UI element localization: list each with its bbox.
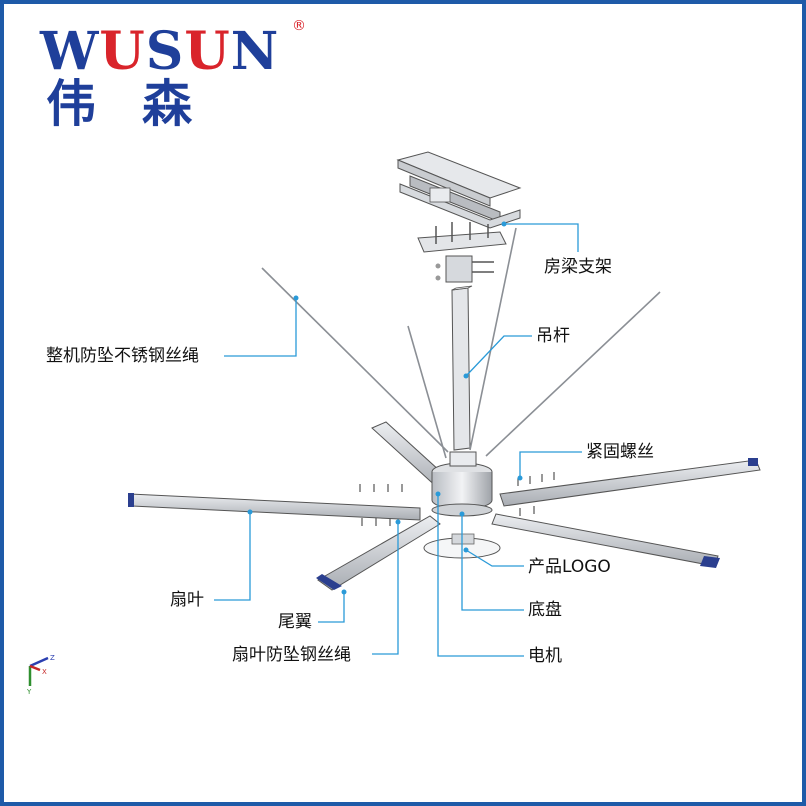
label-beam-bracket: 房梁支架 — [544, 257, 612, 277]
label-safety-cable: 整机防坠不锈钢丝绳 — [46, 346, 199, 366]
logo-text-cn: 伟森 — [46, 75, 238, 133]
label-base-plate: 底盘 — [528, 600, 562, 620]
blade-right-upper — [499, 458, 761, 507]
registered-mark: ® — [292, 18, 306, 34]
screw-set — [359, 472, 555, 526]
axis-triad: Z Y X — [26, 654, 55, 696]
logo-text-en: WUSUN — [40, 26, 300, 78]
logo-letters: WUSUN — [40, 21, 279, 82]
safety-cables — [261, 227, 661, 459]
logo-letter: W — [40, 21, 100, 82]
brand-logo: WUSUN 伟森 ® — [40, 16, 310, 132]
label-hanging-rod: 吊杆 — [536, 326, 570, 346]
beam-bracket-part — [396, 151, 522, 229]
logo-letter: U — [184, 21, 231, 82]
label-blade-safety-cable: 扇叶防坠钢丝绳 — [232, 645, 351, 665]
blade-lower-left — [316, 515, 441, 591]
axis-y-label: Y — [26, 688, 32, 696]
logo-letter: N — [230, 21, 280, 82]
label-motor: 电机 — [528, 646, 562, 666]
label-winglet: 尾翼 — [278, 612, 312, 632]
axis-z-label: Z — [50, 654, 55, 662]
leader-dots — [247, 221, 523, 595]
mounting-plate-part — [417, 222, 507, 283]
axis-x-label: X — [42, 668, 47, 676]
logo-letter: S — [145, 21, 185, 82]
motor-part — [431, 451, 493, 517]
blade-left — [128, 493, 421, 521]
label-product-logo: 产品LOGO — [528, 557, 611, 577]
label-fastening-screws: 紧固螺丝 — [586, 442, 654, 462]
logo-letter: U — [99, 21, 146, 82]
hanging-rod-part — [451, 285, 473, 451]
blade-right-lower — [491, 513, 720, 568]
leader-lines — [214, 223, 582, 657]
label-blade: 扇叶 — [170, 590, 204, 610]
